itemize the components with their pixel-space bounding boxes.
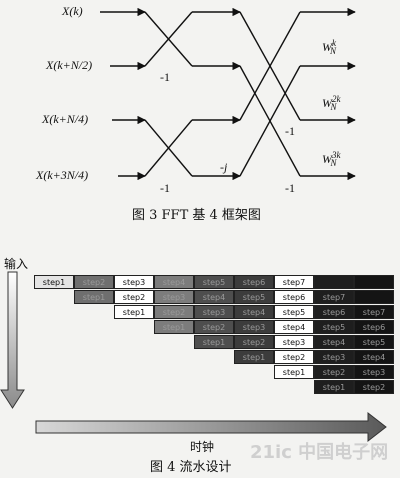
clock-axis-label: 时钟: [190, 440, 215, 454]
input-label-2: X(k+N/4): [42, 112, 89, 126]
pipeline-cell: step7: [354, 305, 394, 319]
factor-label-2: -1: [285, 124, 295, 138]
weight-label-2: W3kN: [322, 150, 341, 169]
pipeline-cell: step2: [354, 380, 394, 394]
pipeline-cell: [314, 275, 354, 289]
pipeline-cell: step4: [234, 305, 274, 319]
pipeline-cell: step5: [354, 335, 394, 349]
pipeline-cell: step1: [234, 350, 274, 364]
pipeline-cell: step2: [194, 320, 234, 334]
pipeline-cell: step5: [234, 290, 274, 304]
pipeline-cell: step4: [354, 350, 394, 364]
pipeline-cell: [354, 290, 394, 304]
pipeline-cell: step3: [154, 290, 194, 304]
input-label-3: X(k+3N/4): [36, 168, 89, 182]
pipeline-cell: step1: [314, 380, 354, 394]
pipeline-cell: step3: [274, 335, 314, 349]
pipeline-cell: [354, 275, 394, 289]
input-label-1: X(k+N/2): [46, 58, 93, 72]
pipeline-cell: step2: [74, 275, 114, 289]
pipeline-cell: step4: [314, 335, 354, 349]
pipeline-cell: step6: [354, 320, 394, 334]
factor-label-3: -j: [220, 160, 228, 174]
factor-label-0: -1: [160, 70, 170, 84]
pipeline-cell: step6: [234, 275, 274, 289]
pipeline-cell: step5: [314, 320, 354, 334]
watermark-logo: 21ic 中国电子网: [250, 442, 389, 463]
pipeline-cell: step2: [114, 290, 154, 304]
pipeline-cell: step7: [314, 290, 354, 304]
pipeline-cell: step1: [194, 335, 234, 349]
pipeline-cell: step3: [194, 305, 234, 319]
pipeline-cell: step2: [154, 305, 194, 319]
weight-label-0: WkN: [322, 38, 337, 57]
pipeline-cell: step5: [274, 305, 314, 319]
pipeline-cell: step1: [274, 365, 314, 379]
pipeline-cell: step2: [314, 365, 354, 379]
figure-4-caption: 图 4 流水设计: [150, 460, 232, 475]
pipeline-cell: step1: [74, 290, 114, 304]
pipeline-cell: step4: [154, 275, 194, 289]
factor-label-4: -1: [285, 181, 295, 195]
pipeline-cell: step2: [234, 335, 274, 349]
pipeline-cell: step7: [274, 275, 314, 289]
factor-label-1: -1: [160, 181, 170, 195]
pipeline-cell: step3: [114, 275, 154, 289]
pipeline-cell: step1: [154, 320, 194, 334]
pipeline-cell: step3: [314, 350, 354, 364]
pipeline-cell: step5: [194, 275, 234, 289]
figure-3-caption: 图 3 FFT 基 4 框架图: [132, 208, 261, 223]
pipeline-cell: step6: [274, 290, 314, 304]
fft-butterfly-diagram: [100, 7, 356, 181]
input-label-0: X(k): [62, 4, 83, 18]
pipeline-cell: step6: [314, 305, 354, 319]
pipeline-cell: step1: [34, 275, 74, 289]
pipeline-cell: step3: [234, 320, 274, 334]
pipeline-cell: step4: [274, 320, 314, 334]
pipeline-cell: step2: [274, 350, 314, 364]
pipeline-cell: step1: [114, 305, 154, 319]
pipeline-cell: step4: [194, 290, 234, 304]
pipeline-cell: step3: [354, 365, 394, 379]
input-axis-label: 输入: [4, 257, 29, 271]
weight-label-1: W2kN: [322, 94, 341, 113]
